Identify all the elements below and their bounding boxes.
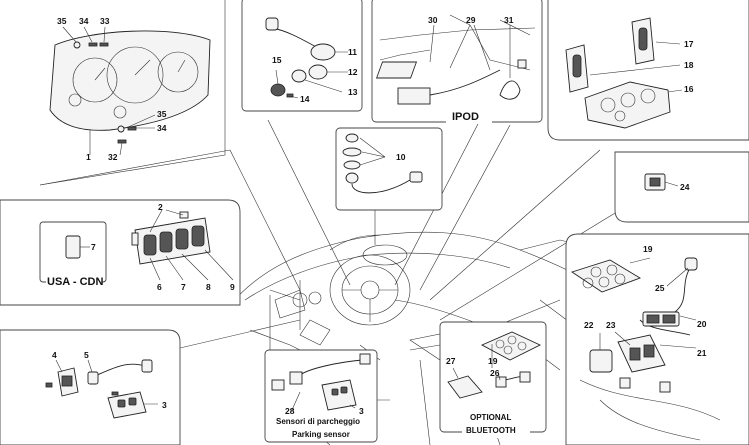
relay (589, 349, 613, 373)
usa-switch (65, 235, 81, 259)
console-inset: 19 25 20 21 22 23 (565, 233, 749, 445)
callout: 25 (655, 283, 665, 293)
bluetooth-module (447, 375, 483, 399)
socket-inset: 10 (335, 127, 443, 211)
controls-inset: 17 18 16 (547, 0, 749, 141)
washer (73, 41, 81, 49)
callout: 32 (108, 152, 118, 162)
callout: 24 (680, 182, 690, 192)
ipod-module (397, 87, 431, 105)
callout: 18 (684, 60, 694, 70)
callout: 19 (488, 356, 498, 366)
parking-cable (299, 359, 363, 376)
screw (99, 42, 109, 47)
screw (127, 126, 137, 131)
callout: 31 (504, 15, 514, 25)
callout: 20 (697, 319, 707, 329)
callout: 11 (348, 47, 357, 57)
callout: 3 (162, 400, 167, 410)
parking-label-italian: Sensori di parcheggio (276, 417, 360, 426)
callout: 17 (684, 39, 694, 49)
callout: 30 (428, 15, 438, 25)
callout: 14 (300, 94, 310, 104)
parking-switch (321, 379, 357, 411)
console-plate (570, 259, 642, 293)
callout: 28 (285, 406, 295, 416)
callout: 15 (272, 55, 282, 65)
callout: 9 (230, 282, 235, 292)
callout: 23 (606, 320, 616, 330)
instrument-cluster (49, 30, 211, 131)
callout: 19 (643, 244, 653, 254)
socket (345, 172, 359, 184)
side-switch-inset: 4 5 3 (0, 329, 181, 445)
ipod-cable (429, 69, 501, 96)
callout: 7 (91, 242, 96, 252)
control-panel (584, 81, 671, 129)
button-inset: 24 (614, 151, 749, 223)
callout: 1 (86, 152, 91, 162)
switches-inset: 7 USA - CDN 2 6 7 8 9 (0, 199, 241, 306)
callout: 16 (684, 84, 694, 94)
screw (117, 139, 127, 144)
socket-cap (345, 133, 359, 143)
callout: 13 (348, 87, 358, 97)
callout: 7 (181, 282, 186, 292)
optional-label: OPTIONAL (470, 413, 511, 422)
switch-frame (617, 334, 666, 373)
callout: 6 (157, 282, 162, 292)
bluetooth-plate (480, 331, 542, 361)
screw (88, 42, 98, 47)
ignition-switch (310, 43, 336, 61)
socket-cable (351, 179, 411, 194)
callout: 26 (490, 368, 500, 378)
callout: 3 (359, 406, 364, 416)
callout: 29 (466, 15, 476, 25)
ipod-bracket (375, 61, 418, 79)
callout: 22 (584, 320, 594, 330)
usa-cdn-label: USA - CDN (47, 276, 103, 288)
ipod-label: IPOD (452, 111, 479, 123)
callout: 10 (396, 152, 406, 162)
callout: 21 (697, 348, 707, 358)
callout: 12 (348, 67, 358, 77)
callout: 4 (52, 350, 57, 360)
callout: 35 (157, 109, 167, 119)
callout: 2 (158, 202, 163, 212)
connector-cable (674, 267, 691, 313)
bluetooth-inset: 27 19 26 OPTIONAL BLUETOOTH (439, 321, 547, 438)
instrument-cluster-group: 35 34 33 35 34 32 1 (39, 0, 226, 186)
ignition-inset: 11 12 13 15 14 (241, 0, 363, 112)
parking-inset: 28 3 Sensori di parcheggio Parking senso… (264, 349, 378, 443)
ipod-inset: 30 29 31 IPOD (371, 0, 543, 124)
callout: 33 (100, 16, 110, 26)
callout: 35 (57, 16, 67, 26)
callout: 34 (157, 123, 167, 133)
callout: 8 (206, 282, 211, 292)
callout: 5 (84, 350, 89, 360)
callout: 34 (79, 16, 89, 26)
callout: 27 (446, 356, 456, 366)
bluetooth-label: BLUETOOTH (466, 426, 516, 435)
parking-label-english: Parking sensor (292, 430, 350, 439)
washer (117, 125, 125, 133)
side-switch (107, 391, 147, 419)
